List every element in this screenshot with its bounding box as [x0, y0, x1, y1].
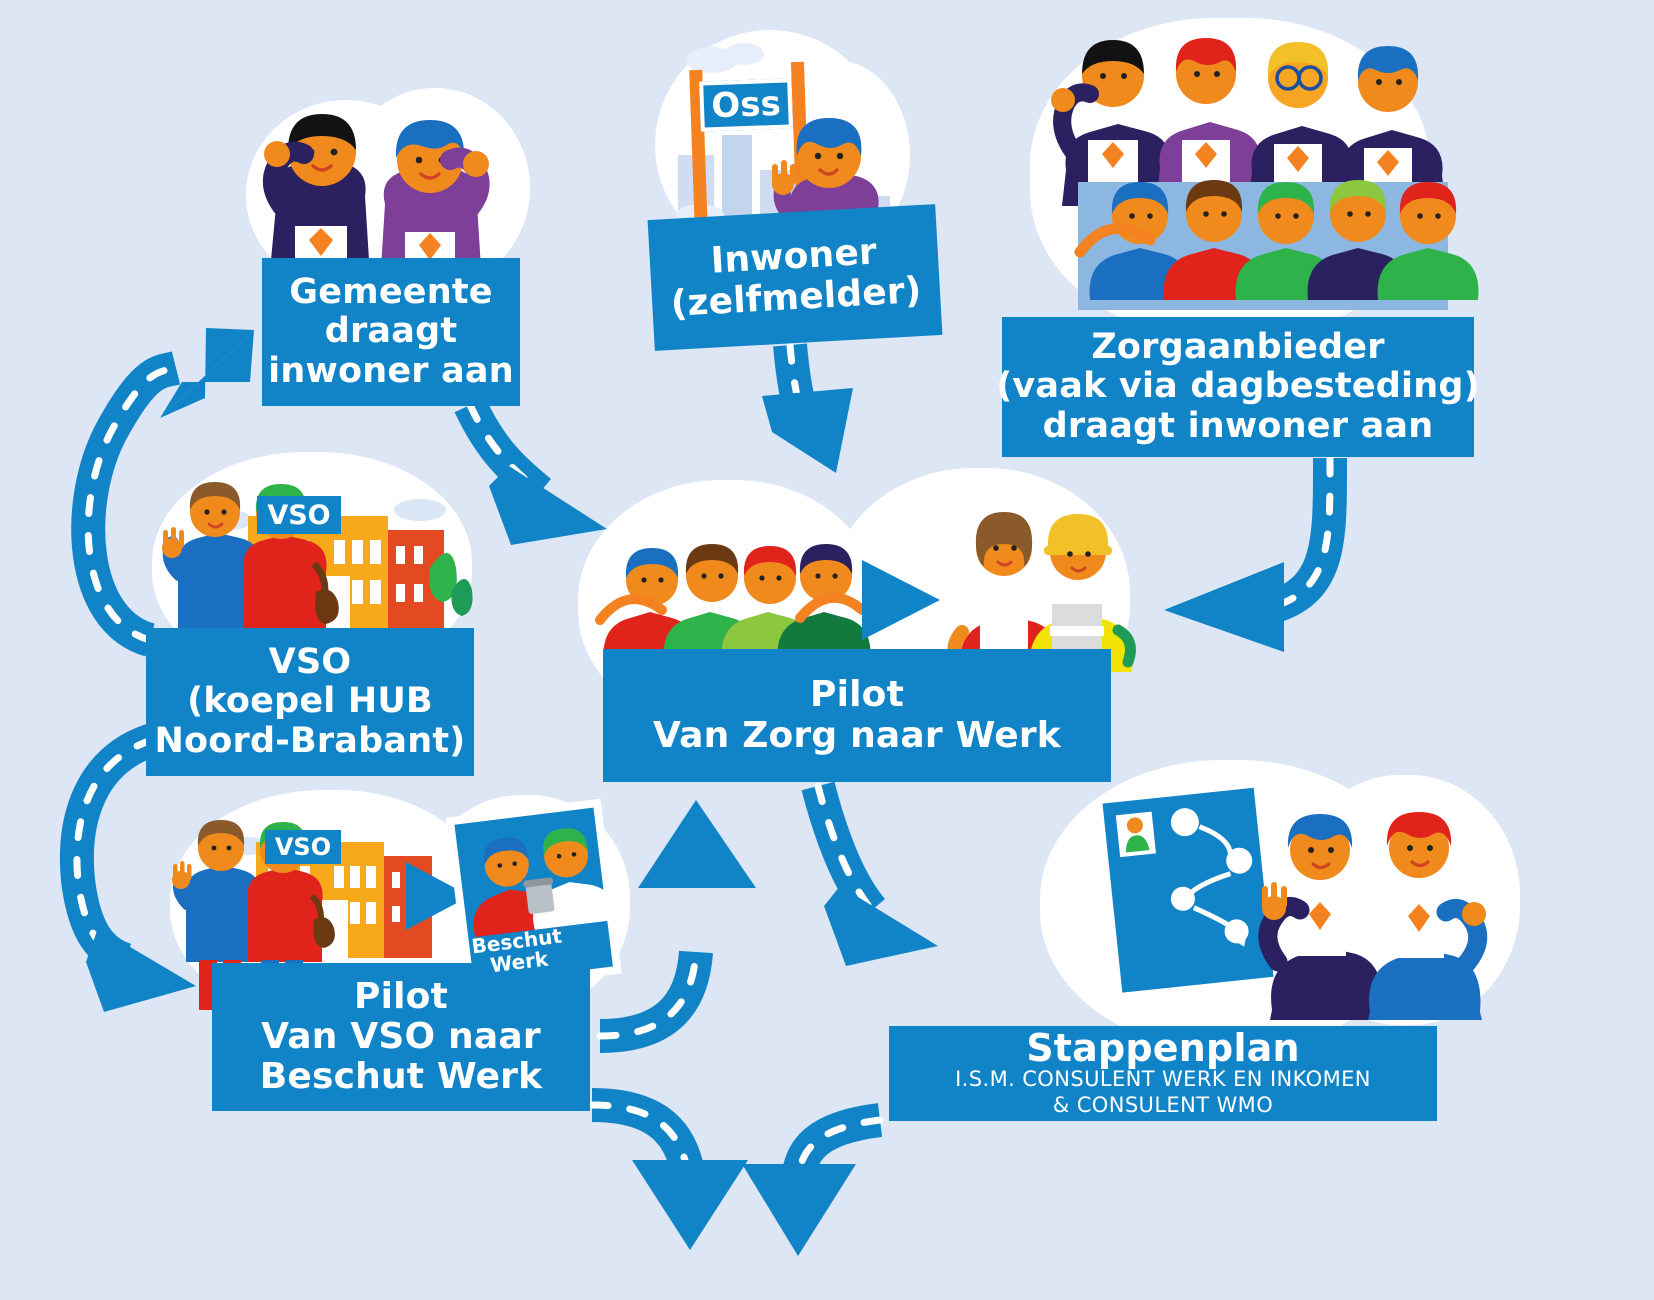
- node-pilot-van-vso-naar-beschut-werk[interactable]: Pilot Van VSO naar Beschut Werk: [212, 963, 590, 1111]
- node-zorgaanbieder-line-3: draagt inwoner aan: [1042, 405, 1434, 446]
- arrow-inwoner-to-pilot: [762, 341, 853, 473]
- node-vso-line-2: (koepel HUB: [187, 681, 433, 722]
- node-stappenplan-sub-1: I.S.M. CONSULENT WERK EN INKOMEN: [955, 1067, 1371, 1092]
- illustration-zorgaanbieder-crowd: [1051, 38, 1479, 310]
- arrow-zorgaanbieder-to-pilot: [1164, 454, 1348, 652]
- node-gemeente[interactable]: Gemeente draagt inwoner aan: [262, 258, 520, 406]
- node-stappenplan-title: Stappenplan: [1026, 1025, 1300, 1070]
- node-vso-line-3: Noord-Brabant): [154, 720, 466, 761]
- node-vso-line-1: VSO: [268, 642, 352, 683]
- arrow-pilotzorg-to-stappenplan: [801, 781, 938, 966]
- oss-city-sign: Oss: [699, 78, 793, 132]
- node-pilot-vso-line-2: Van VSO naar: [261, 1015, 541, 1057]
- arrow-vso-to-gemeente: [71, 328, 254, 657]
- illustration-gemeente-officials: [262, 114, 490, 278]
- node-zorgaanbieder-line-1: Zorgaanbieder: [1091, 327, 1385, 368]
- vso-building-sign-lower: VSO: [265, 830, 341, 864]
- node-zorgaanbieder-line-2: (vaak via dagbesteding): [996, 366, 1480, 407]
- node-vso[interactable]: VSO (koepel HUB Noord-Brabant): [146, 628, 474, 776]
- arrow-gemeente-to-pilot: [454, 397, 607, 545]
- arrow-stappenplan-to-bottom: [742, 1103, 884, 1256]
- illustration-stappenplan: [1102, 787, 1488, 1020]
- node-pilot-vso-line-3: Beschut Werk: [259, 1056, 543, 1098]
- arrow-pilotvso-to-pilotzorg: [596, 800, 756, 1053]
- node-stappenplan-sub-2: & CONSULENT WMO: [1052, 1092, 1274, 1117]
- node-gemeente-line-1: Gemeente: [289, 272, 493, 313]
- arrow-pilotvso-to-bottom: [588, 1088, 748, 1250]
- vso-building-sign-upper: VSO: [257, 496, 341, 534]
- node-inwoner-line-2: (zelfmelder): [669, 269, 923, 325]
- node-pilot-van-zorg-naar-werk[interactable]: Pilot Van Zorg naar Werk: [603, 649, 1111, 782]
- node-gemeente-line-2: draagt: [324, 311, 458, 352]
- node-pilot-zorg-line-1: Pilot: [809, 674, 904, 716]
- node-pilot-vso-line-1: Pilot: [353, 975, 448, 1017]
- node-pilot-zorg-line-2: Van Zorg naar Werk: [653, 714, 1061, 756]
- node-zorgaanbieder[interactable]: Zorgaanbieder (vaak via dagbesteding) dr…: [996, 317, 1480, 457]
- node-stappenplan[interactable]: Stappenplan I.S.M. CONSULENT WERK EN INK…: [889, 1026, 1437, 1121]
- arrow-vso-to-pilot-vso: [59, 723, 196, 1012]
- node-inwoner[interactable]: Inwoner (zelfmelder): [647, 204, 943, 351]
- node-gemeente-line-3: inwoner aan: [268, 350, 514, 391]
- beschut-werk-line-2: Werk: [488, 946, 550, 978]
